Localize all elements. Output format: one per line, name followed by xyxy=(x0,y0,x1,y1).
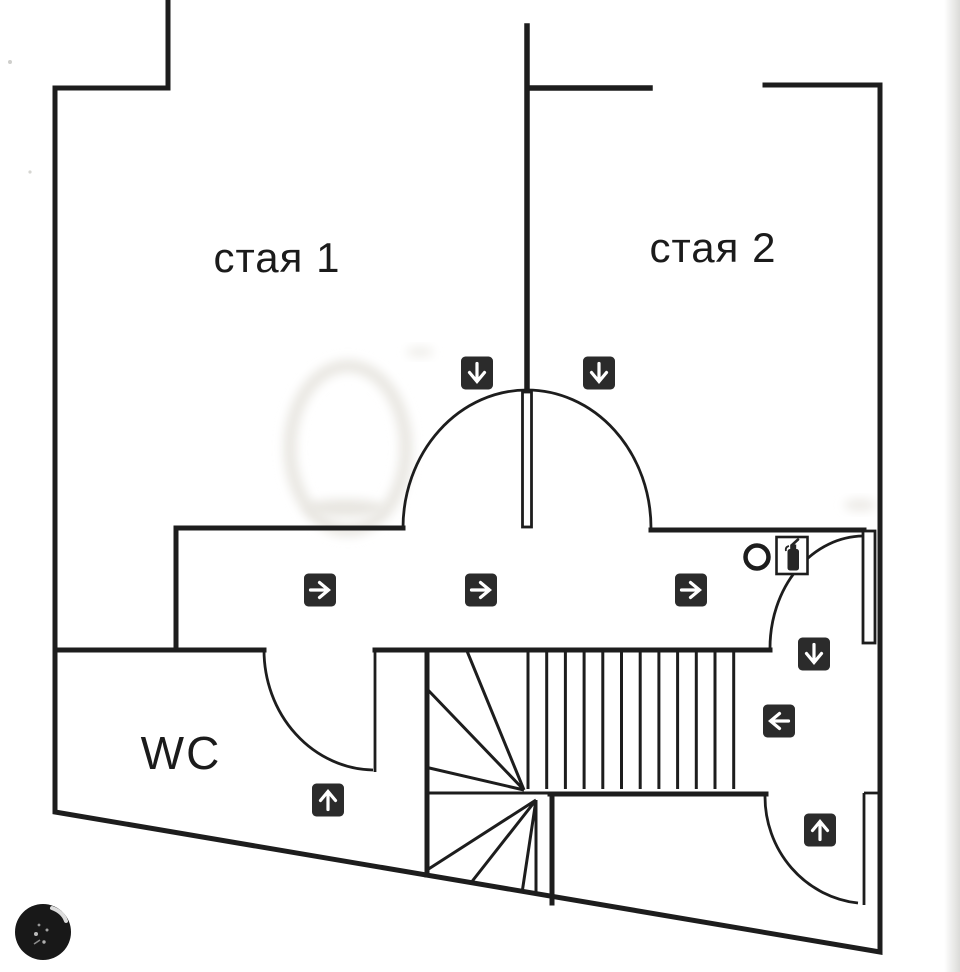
wc-label: WC xyxy=(141,727,222,779)
arrow-down-room2-door-icon xyxy=(583,356,615,390)
walls-layer xyxy=(52,0,883,955)
globe-stamp-icon xyxy=(15,904,71,960)
wc-door-swing-arc xyxy=(262,649,374,772)
exit-door-leaf xyxy=(862,791,878,905)
arrow-left-landing-icon xyxy=(763,704,795,738)
exit-door-swing-arc xyxy=(763,795,859,905)
arrow-down-landing-icon xyxy=(798,637,830,671)
circle-ring-icon xyxy=(743,543,771,571)
arrow-down-room1-door-icon xyxy=(461,356,493,390)
staircase xyxy=(424,650,736,894)
double-door-arch xyxy=(401,388,653,529)
room-1-label: стая 1 xyxy=(214,234,341,281)
arrow-right-corridor-2-icon xyxy=(465,573,497,607)
winder-treads-upper xyxy=(424,650,550,795)
arrow-up-wc-icon xyxy=(312,783,344,817)
fire-equipment-station xyxy=(743,535,809,576)
straight-flight-treads xyxy=(526,651,736,789)
evacuation-arrows-layer xyxy=(304,356,836,847)
outer-wall xyxy=(52,0,883,955)
fire-extinguisher-icon xyxy=(775,535,809,576)
room-divider-wall xyxy=(524,23,653,395)
corridor-walls xyxy=(52,525,867,906)
room-2-label: стая 2 xyxy=(650,224,777,271)
arrow-up-exit-icon xyxy=(804,813,836,847)
arrow-right-corridor-3-icon xyxy=(675,573,707,607)
labels-layer: стая 1 стая 2 WC xyxy=(141,224,777,779)
arrow-right-corridor-1-icon xyxy=(304,573,336,607)
landing-door-leaf xyxy=(861,529,877,645)
double-door-leaf xyxy=(521,390,533,529)
doors-layer xyxy=(262,388,878,905)
winder-treads-lower xyxy=(426,798,538,894)
